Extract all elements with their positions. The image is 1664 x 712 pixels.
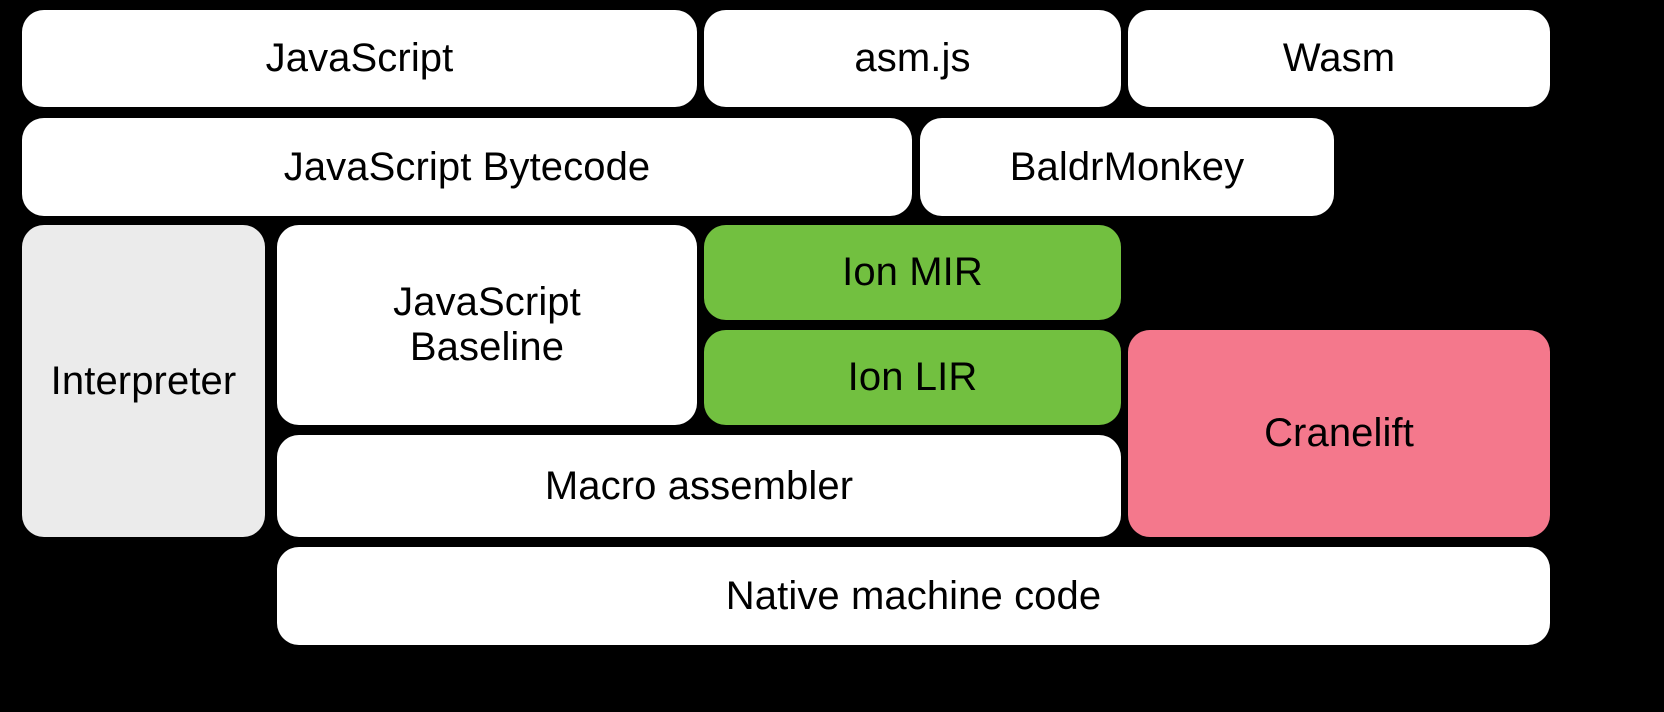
node-label-macro-assembler: Macro assembler — [544, 463, 854, 508]
node-label-baldrmonkey: BaldrMonkey — [1009, 144, 1245, 189]
node-label-javascript-bytecode: JavaScript Bytecode — [283, 144, 651, 189]
node-label-ion-lir: Ion LIR — [847, 355, 978, 400]
node-macro-assembler: Macro assembler — [277, 435, 1121, 537]
node-label-asm-js: asm.js — [854, 36, 971, 81]
node-cranelift: Cranelift — [1128, 330, 1550, 537]
node-javascript-baseline: JavaScript Baseline — [277, 225, 697, 425]
node-label-native-machine-code: Native machine code — [725, 573, 1102, 618]
node-ion-mir: Ion MIR — [704, 225, 1121, 320]
node-ion-lir: Ion LIR — [704, 330, 1121, 425]
node-wasm: Wasm — [1128, 10, 1550, 107]
node-javascript: JavaScript — [22, 10, 697, 107]
node-interpreter: Interpreter — [22, 225, 265, 537]
node-label-ion-mir: Ion MIR — [842, 250, 983, 295]
node-label-wasm: Wasm — [1282, 36, 1396, 81]
node-label-interpreter: Interpreter — [50, 358, 237, 403]
node-baldrmonkey: BaldrMonkey — [920, 118, 1334, 216]
node-native-machine-code: Native machine code — [277, 547, 1550, 645]
node-asm-js: asm.js — [704, 10, 1121, 107]
node-label-javascript-baseline: JavaScript Baseline — [393, 280, 581, 369]
node-label-cranelift: Cranelift — [1264, 411, 1414, 456]
node-javascript-bytecode: JavaScript Bytecode — [22, 118, 912, 216]
node-label-javascript: JavaScript — [265, 36, 454, 81]
